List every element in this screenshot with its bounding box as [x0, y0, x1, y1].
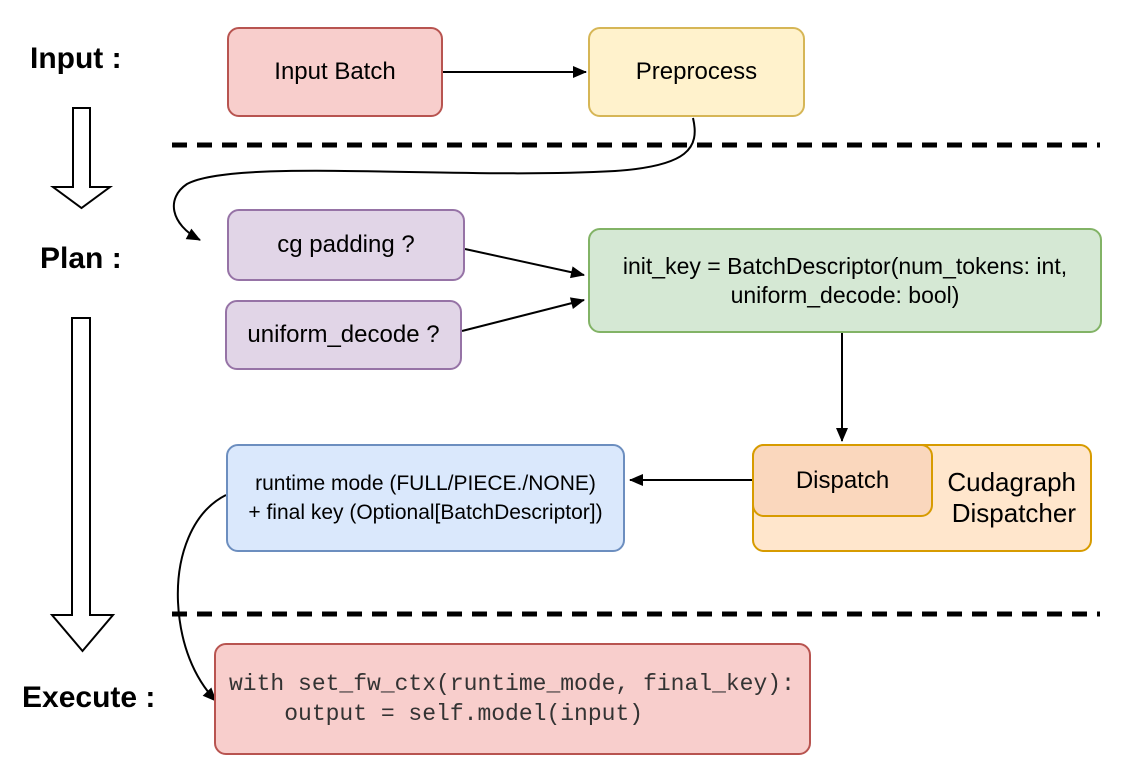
node-execute-code-line1: with set_fw_ctx(runtime_mode, final_key)…: [229, 671, 795, 697]
node-init-key: init_key = BatchDescriptor(num_tokens: i…: [588, 228, 1102, 333]
arrow-uniformdecode-to-initkey: [461, 297, 585, 332]
node-init-key-line1: init_key = BatchDescriptor(num_tokens: i…: [622, 252, 1068, 279]
node-input-batch: Input Batch: [227, 27, 443, 117]
node-cg-padding: cg padding ?: [227, 209, 465, 281]
node-runtime-result-line2: + final key (Optional[BatchDescriptor]): [248, 501, 603, 524]
stage-arrow-input-to-plan-icon: [49, 107, 114, 210]
node-runtime-result-line1: runtime mode (FULL/PIECE./NONE): [255, 472, 596, 495]
arrow-cgpadding-to-initkey: [464, 248, 585, 279]
stage-label-execute: Execute :: [22, 681, 156, 714]
node-execute-code: with set_fw_ctx(runtime_mode, final_key)…: [214, 643, 811, 755]
node-dispatch: Dispatch: [752, 444, 933, 517]
node-input-batch-label: Input Batch: [274, 58, 396, 85]
node-uniform-decode: uniform_decode ?: [225, 300, 462, 370]
stage-arrow-plan-to-execute-icon: [49, 317, 116, 653]
node-execute-code-line2: output = self.model(input): [229, 701, 644, 727]
stage-label-input: Input :: [30, 42, 122, 75]
arrow-preprocess-to-cgpadding: [172, 117, 696, 241]
stage-label-plan: Plan :: [40, 242, 122, 275]
node-runtime-result: runtime mode (FULL/PIECE./NONE) + final …: [226, 444, 625, 552]
node-cudagraph-dispatcher-line1: Cudagraph: [947, 467, 1076, 497]
node-cudagraph-dispatcher-line2: Dispatcher: [951, 498, 1076, 528]
node-preprocess-label: Preprocess: [635, 58, 758, 85]
node-uniform-decode-label: uniform_decode ?: [247, 321, 440, 348]
node-preprocess: Preprocess: [588, 27, 805, 117]
arrow-runtimeresult-to-executecode: [176, 494, 227, 702]
node-cg-padding-label: cg padding ?: [277, 231, 415, 258]
node-dispatch-label: Dispatch: [795, 466, 890, 494]
node-init-key-line2: uniform_decode: bool): [730, 281, 960, 308]
